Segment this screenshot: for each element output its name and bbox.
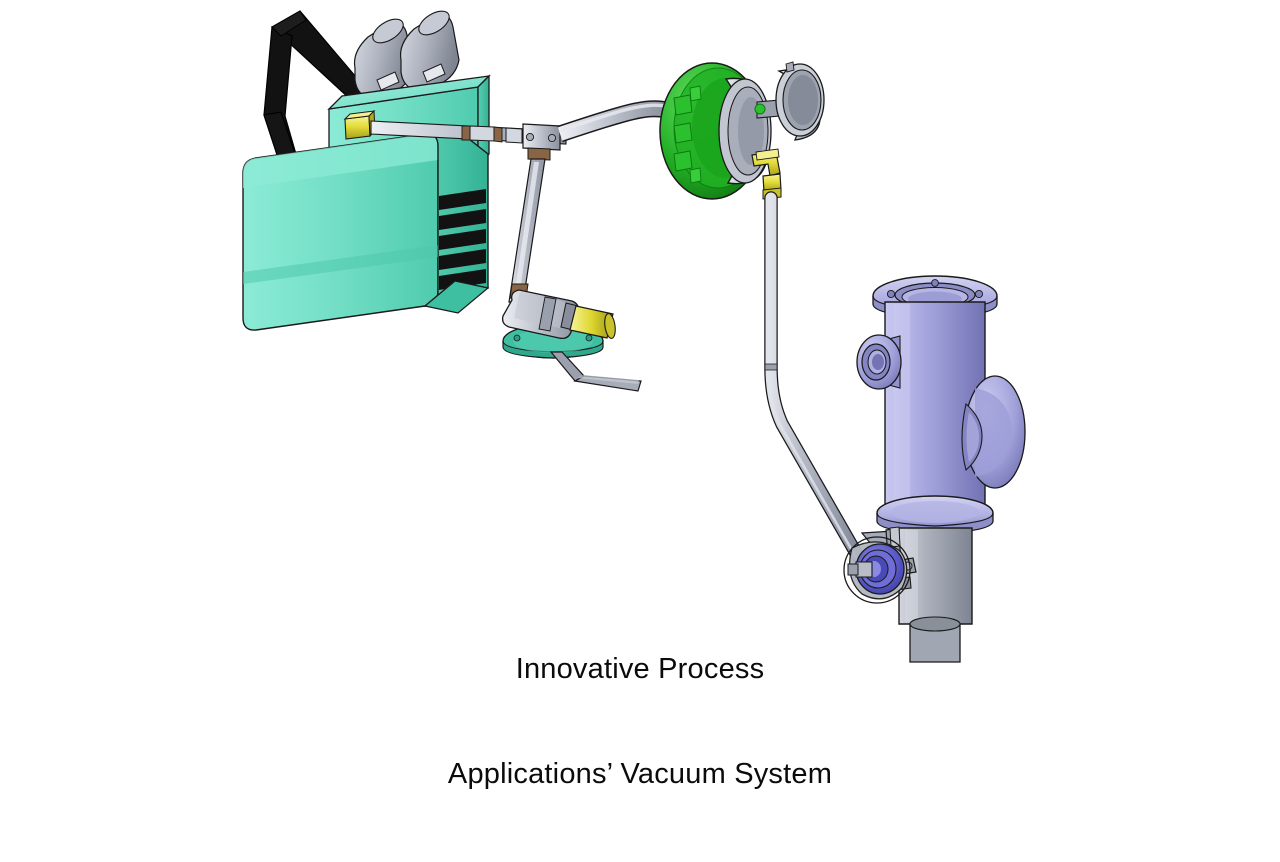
vacuum-pump-assembly [242, 10, 491, 331]
blue-gauge-port [847, 543, 905, 595]
process-chamber-assembly [856, 275, 1026, 535]
green-flange-valve-assembly [659, 61, 825, 200]
sight-glass-gauge [775, 61, 825, 141]
bleed-valve-assembly [501, 289, 642, 392]
bleed-valve-nozzle [569, 305, 616, 339]
bleed-valve-lever [549, 351, 642, 392]
pump-main-body [242, 127, 490, 331]
tee-junction [522, 123, 561, 161]
flex-hose [764, 191, 867, 567]
chamber-side-port [856, 334, 902, 390]
vacuum-system-diagram [242, 10, 1026, 663]
lower-canister-assembly [843, 526, 973, 663]
caption-line-1: Innovative Process [515, 653, 765, 685]
chamber-bulge [961, 375, 1026, 489]
illustration-stage: Innovative Process Applications’ Vacuum … [242, 10, 1026, 790]
caption-line-2: Applications’ Vacuum System [447, 758, 833, 790]
caption: Innovative Process Applications’ Vacuum … [0, 582, 1280, 862]
